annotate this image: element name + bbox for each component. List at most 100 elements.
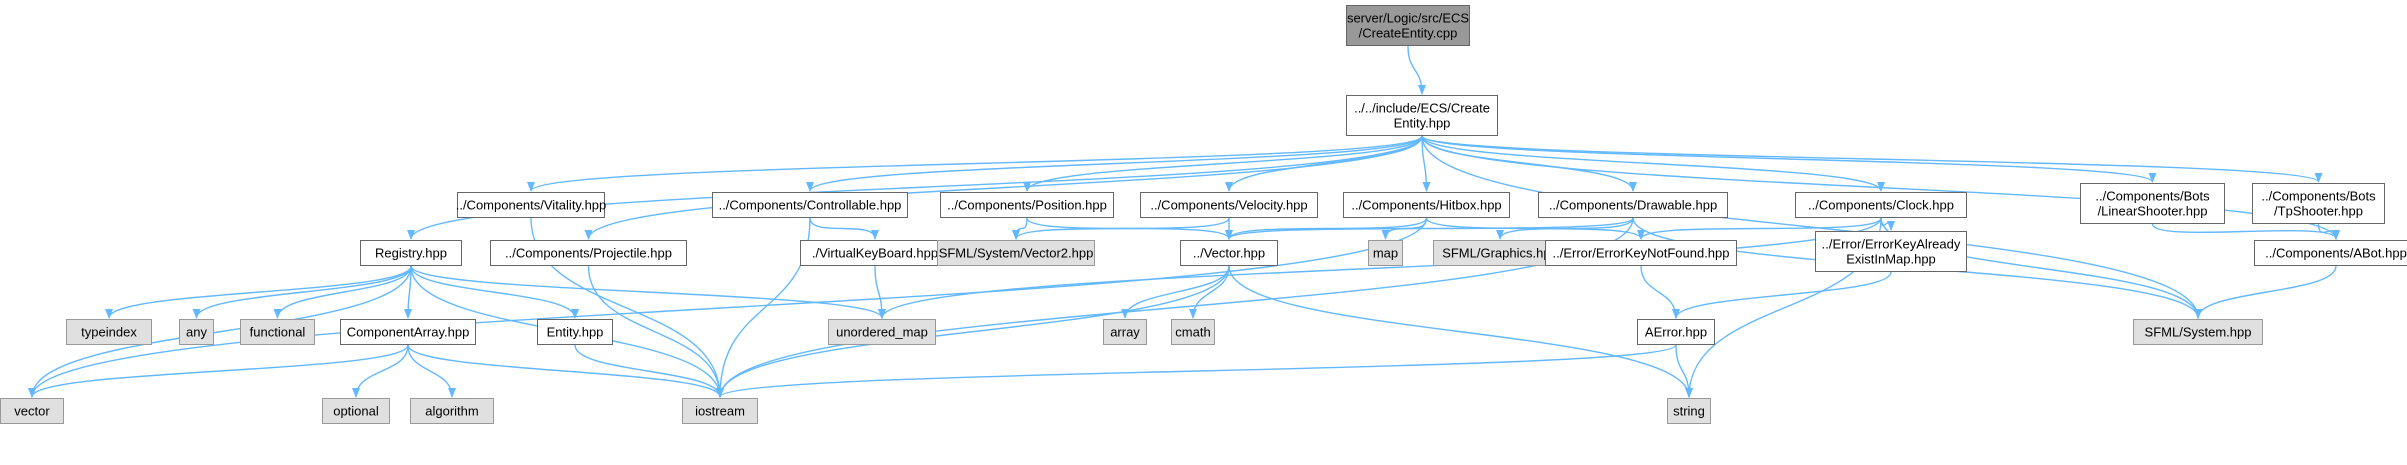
node-entity[interactable]: Entity.hpp [537,319,613,345]
node-box-projectile [490,240,687,266]
node-clock[interactable]: ../Components/Clock.hpp [1795,192,1967,218]
node-iostream: iostream [682,398,758,424]
node-box-sfml_graphics [1433,240,1567,266]
node-box-registry [360,240,462,266]
node-hitbox[interactable]: ../Components/Hitbox.hpp [1343,192,1510,218]
node-vector_hpp[interactable]: ../Vector.hpp [1180,240,1278,266]
edge-create_entity_hpp-to-registry [407,135,1423,240]
edge-tp_shooter-to-abot [2317,223,2340,240]
node-label-hitbox: ../Components/Hitbox.hpp [1351,198,1501,213]
node-unordered_map: unordered_map [828,319,936,345]
edge-registry-to-entity [410,265,579,319]
node-box-controllable [712,192,908,218]
node-label-functional: functional [250,325,306,340]
node-box-root [1346,5,1470,46]
edge-hitbox-to-vector_hpp [1225,217,1428,240]
edge-create_entity_hpp-to-hitbox [1421,135,1431,192]
node-label-sfml_vector2: SFML/System/Vector2.hpp [939,246,1094,261]
node-box-cmath [1171,319,1215,345]
node-box-array [1103,319,1147,345]
node-algorithm: algorithm [410,398,494,424]
edge-projectile-to-iostream [587,265,724,398]
edge-hitbox-to-error_key_not_found [1425,217,1645,240]
edge-create_entity_hpp-to-vitality [527,135,1423,192]
edge-registry-to-functional [273,265,412,319]
node-sfml_graphics: SFML/Graphics.hpp [1433,240,1567,266]
node-box-typeindex [66,319,152,345]
node-box-abot [2254,240,2407,266]
edge-virtual_keyboard-to-unordered_map [874,265,886,319]
edge-create_entity_hpp-to-projectile [584,135,1423,240]
edge-registry-to-typeindex [105,265,412,319]
node-registry[interactable]: Registry.hpp [360,240,462,266]
edge-linear_shooter-to-abot [2151,223,2340,240]
node-map: map [1368,240,1403,266]
node-label-typeindex: typeindex [81,325,137,340]
node-label-abot: ../Components/ABot.hpp [2265,246,2407,261]
node-box-sfml_system [2133,319,2263,345]
node-typeindex: typeindex [66,319,152,345]
node-error_key_not_found[interactable]: ../Error/ErrorKeyNotFound.hpp [1545,240,1737,266]
node-box-clock [1795,192,1967,218]
node-velocity[interactable]: ../Components/Velocity.hpp [1140,192,1318,218]
node-label-error_key_already: ExistInMap.hpp [1846,252,1936,267]
node-functional: functional [240,319,315,345]
edge-drawable-to-sfml_graphics [1496,217,1634,240]
node-label-position: ../Components/Position.hpp [947,198,1107,213]
node-component_array[interactable]: ComponentArray.hpp [340,319,476,345]
node-label-virtual_keyboard: ./VirtualKeyBoard.hpp [812,246,938,261]
node-label-linear_shooter: /LinearShooter.hpp [2098,204,2208,219]
node-label-create_entity_hpp: Entity.hpp [1394,116,1451,131]
node-label-tp_shooter: ../Components/Bots [2261,189,2376,204]
edge-registry-to-component_array [404,265,413,319]
node-abot[interactable]: ../Components/ABot.hpp [2254,240,2407,266]
node-box-sfml_vector2 [937,240,1095,266]
node-label-string: string [1673,404,1705,419]
node-tp_shooter[interactable]: ../Components/Bots/TpShooter.hpp [2252,183,2385,224]
node-label-drawable: ../Components/Drawable.hpp [1549,198,1717,213]
node-box-functional [240,319,315,345]
edge-create_entity_hpp-to-tp_shooter [1421,135,2323,183]
node-cmath: cmath [1171,319,1215,345]
node-any: any [179,319,214,345]
node-label-cmath: cmath [1175,325,1210,340]
node-drawable[interactable]: ../Components/Drawable.hpp [1538,192,1728,218]
node-controllable[interactable]: ../Components/Controllable.hpp [712,192,908,218]
node-box-position [940,192,1114,218]
node-aerror[interactable]: AError.hpp [1637,319,1715,345]
node-label-projectile: ../Components/Projectile.hpp [505,246,672,261]
edge-create_entity_hpp-to-controllable [806,135,1423,192]
node-position[interactable]: ../Components/Position.hpp [940,192,1114,218]
node-string: string [1667,398,1711,424]
node-virtual_keyboard[interactable]: ./VirtualKeyBoard.hpp [800,240,950,266]
node-label-iostream: iostream [695,404,745,419]
edge-vector_hpp-to-array [1121,265,1230,319]
node-create_entity_hpp[interactable]: ../../include/ECS/CreateEntity.hpp [1346,95,1498,136]
edge-abot-to-sfml_system [2194,265,2337,319]
node-box-drawable [1538,192,1728,218]
node-vitality[interactable]: ../Components/Vitality.hpp [456,192,607,218]
edge-create_entity_hpp-to-velocity [1225,135,1423,192]
edge-registry-to-vector [28,265,412,398]
edge-vector_hpp-to-string [1228,265,1693,398]
edge-component_array-to-optional [352,344,409,398]
edge-controllable-to-virtual_keyboard [809,217,879,240]
edge-error_key_already-to-aerror [1672,271,1892,319]
node-box-string [1667,398,1711,424]
node-box-linear_shooter [2080,183,2225,224]
node-box-iostream [682,398,758,424]
node-box-map [1368,240,1403,266]
edge-create_entity_hpp-to-linear_shooter [1421,135,2157,183]
node-linear_shooter[interactable]: ../Components/Bots/LinearShooter.hpp [2080,183,2225,224]
node-box-aerror [1637,319,1715,345]
node-label-create_entity_hpp: ../../include/ECS/Create [1354,101,1490,116]
node-root[interactable]: server/Logic/src/ECS/CreateEntity.cpp [1346,5,1470,46]
node-vector: vector [0,398,64,424]
node-projectile[interactable]: ../Components/Projectile.hpp [490,240,687,266]
node-label-linear_shooter: ../Components/Bots [2095,189,2210,204]
node-box-error_key_already [1815,231,1967,272]
node-label-array: array [1110,325,1140,340]
node-label-root: /CreateEntity.cpp [1359,26,1458,41]
